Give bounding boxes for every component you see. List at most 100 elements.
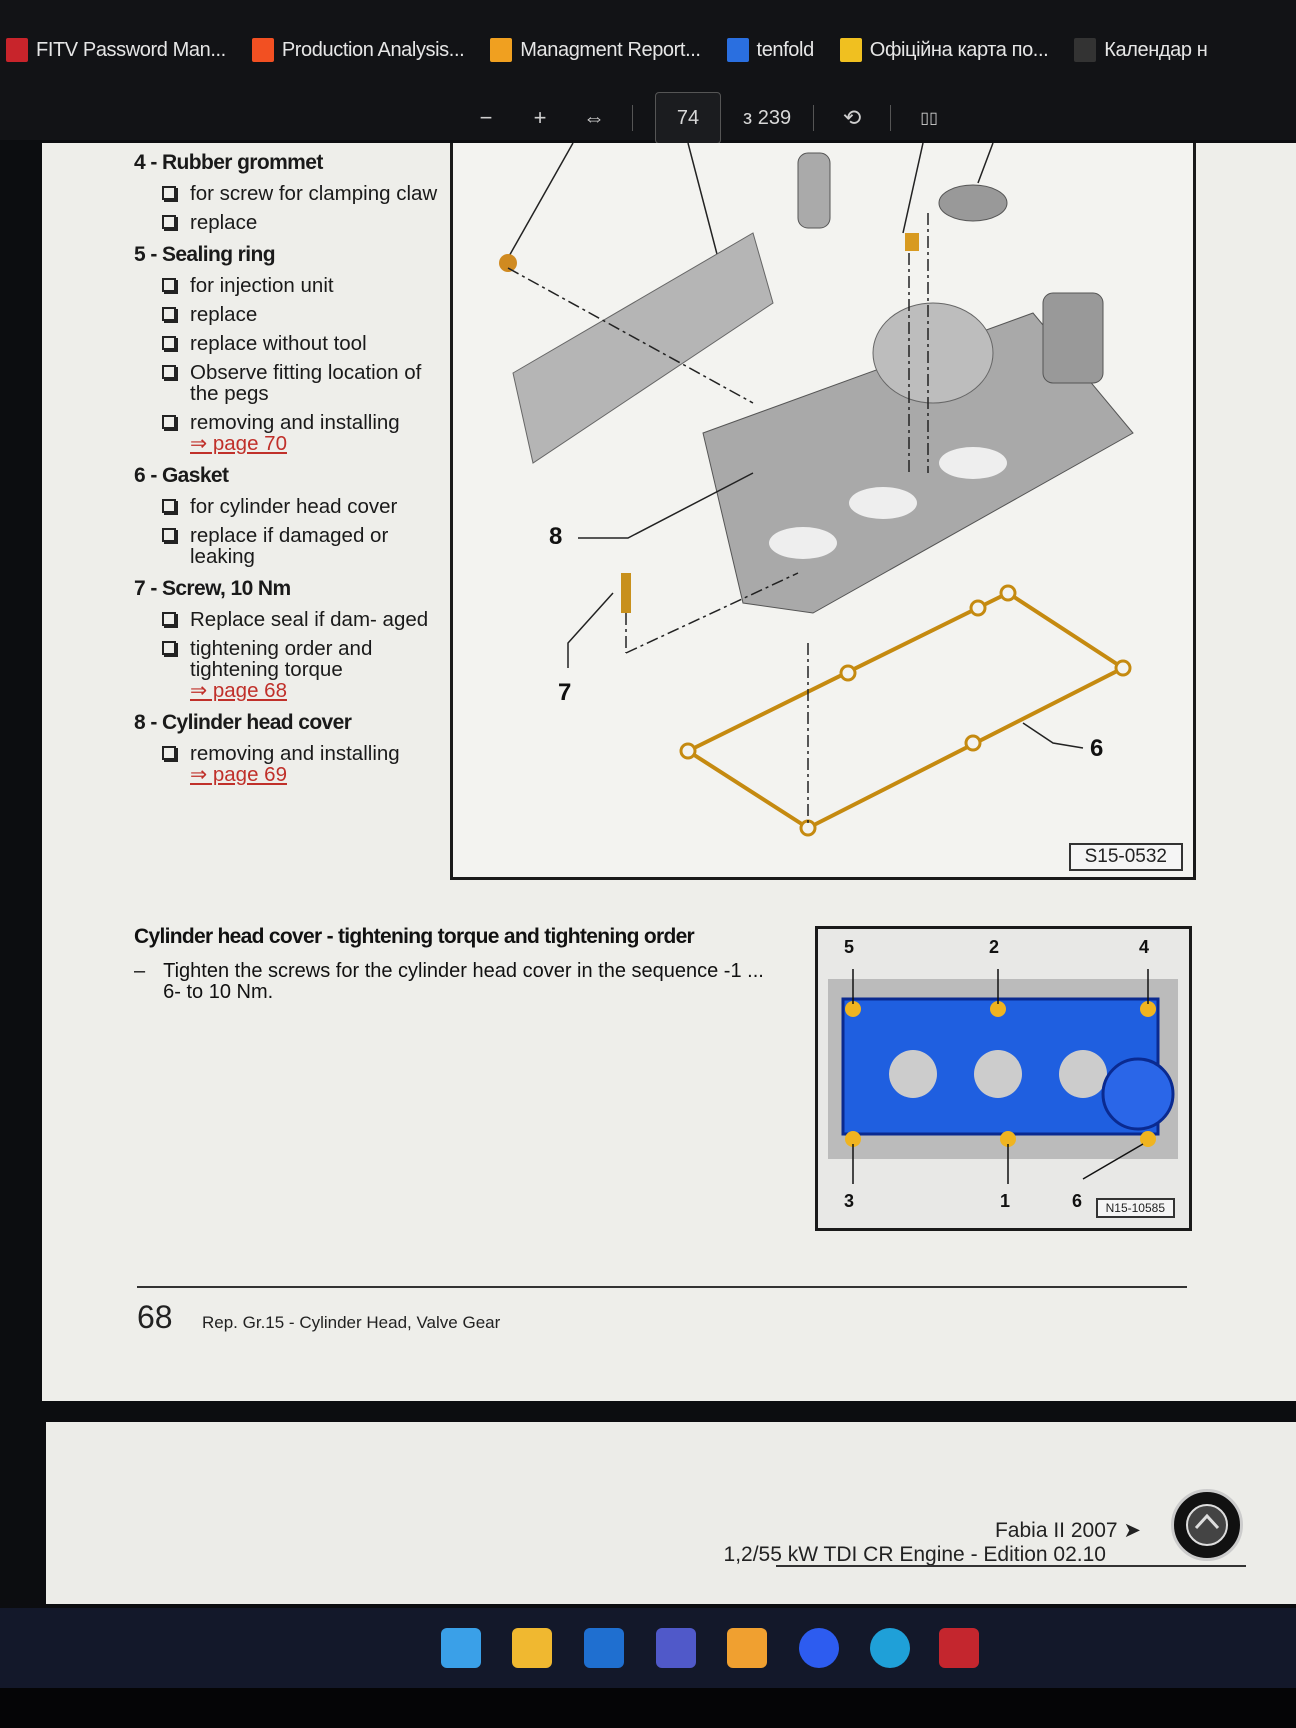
dash-bullet: – bbox=[134, 960, 146, 982]
vehicle-model: Fabia II 2007 ➤ bbox=[994, 1519, 1141, 1542]
list-item: replace bbox=[162, 304, 444, 325]
figure-id-label: S15-0532 bbox=[1068, 843, 1183, 871]
teams-icon[interactable] bbox=[656, 1628, 696, 1668]
app-icon[interactable] bbox=[727, 1628, 767, 1668]
page-link[interactable]: ⇒ page 69 bbox=[190, 763, 287, 786]
page-link[interactable]: ⇒ page 68 bbox=[190, 679, 287, 702]
list-item: replace bbox=[162, 212, 444, 233]
page-description: Rep. Gr.15 - Cylinder Head, Valve Gear bbox=[202, 1313, 501, 1332]
checkbox-bullet-icon bbox=[162, 528, 176, 542]
callout-6: 6 bbox=[1072, 1191, 1083, 1211]
taskbar bbox=[0, 1608, 1296, 1688]
zoom-out-button[interactable]: − bbox=[479, 105, 493, 130]
bookmark-item[interactable]: Календар н bbox=[1074, 38, 1208, 62]
start-icon[interactable] bbox=[441, 1628, 481, 1668]
divider bbox=[890, 105, 892, 131]
checkbox-bullet-icon bbox=[162, 365, 176, 379]
bookmark-item[interactable]: Production Analysis... bbox=[251, 38, 465, 62]
list-item: for cylinder head cover bbox=[162, 496, 444, 517]
item-text: removing and installing bbox=[190, 742, 400, 765]
pdf-toolbar: − + ⇔ 74 з 239 ⟲ ▯▯ bbox=[470, 92, 945, 144]
item-text: removing and installing bbox=[190, 411, 400, 434]
divider bbox=[632, 105, 633, 131]
page-view-button[interactable]: ▯▯ bbox=[920, 110, 938, 127]
page-number: 68 bbox=[137, 1299, 173, 1335]
file-explorer-icon[interactable] bbox=[512, 1628, 552, 1668]
part-heading: 5 - Sealing ring bbox=[134, 243, 276, 266]
item-text: replace bbox=[190, 303, 258, 326]
bookmark-item[interactable]: FITV Password Man... bbox=[6, 38, 226, 62]
item-text: tightening order and tightening torque bbox=[190, 637, 373, 681]
instruction-text: Tighten the screws for the cylinder head… bbox=[163, 960, 764, 1003]
cylinder-head-cover-diagram bbox=[499, 142, 1134, 837]
list-item: Observe fitting location of the pegs bbox=[162, 362, 444, 404]
bookmarks-bar: FITV Password Man... Production Analysis.… bbox=[0, 30, 1208, 70]
item-text: for injection unit bbox=[190, 274, 334, 297]
checkbox-bullet-icon bbox=[162, 307, 176, 321]
bookmark-label: FITV Password Man... bbox=[36, 38, 226, 61]
checkbox-bullet-icon bbox=[162, 215, 176, 229]
checkbox-bullet-icon bbox=[162, 612, 176, 626]
list-item: for injection unit bbox=[162, 275, 444, 296]
fit-page-button[interactable]: ⇔ bbox=[583, 105, 605, 130]
callout-2: 2 bbox=[989, 937, 1000, 957]
bookmark-label: Календар н bbox=[1104, 38, 1208, 61]
part-heading: 6 - Gasket bbox=[134, 464, 229, 487]
checkmark-logo-icon bbox=[6, 38, 28, 62]
rotate-button[interactable]: ⟲ bbox=[842, 105, 862, 130]
item-text: Replace seal if dam- aged bbox=[190, 608, 429, 631]
page-link[interactable]: ⇒ page 70 bbox=[190, 432, 287, 455]
skoda-logo-icon bbox=[1171, 1489, 1243, 1561]
calendar-icon bbox=[1074, 38, 1097, 62]
list-item: replace without tool bbox=[162, 333, 444, 354]
item-text: for screw for clamping claw bbox=[190, 182, 438, 205]
item-text: replace if damaged or leaking bbox=[190, 524, 389, 568]
footer-divider bbox=[137, 1286, 1187, 1288]
bookmark-label: tenfold bbox=[756, 38, 815, 61]
map-icon bbox=[839, 38, 862, 62]
bookmark-label: Managment Report... bbox=[520, 38, 701, 61]
list-item: replace if damaged or leaking bbox=[162, 525, 444, 567]
section-instruction: – Tighten the screws for the cylinder he… bbox=[134, 961, 774, 1003]
outlook-icon[interactable] bbox=[584, 1628, 624, 1668]
chart-bars-icon bbox=[490, 38, 513, 62]
list-item: Replace seal if dam- aged bbox=[162, 609, 444, 630]
zoom-in-button[interactable]: + bbox=[533, 105, 547, 130]
bookmark-label: Production Analysis... bbox=[281, 38, 465, 61]
list-item: removing and installing⇒ page 70 bbox=[162, 412, 444, 454]
browser-chrome: FITV Password Man... Production Analysis.… bbox=[0, 0, 1296, 144]
checkbox-bullet-icon bbox=[162, 641, 176, 655]
callout-5: 5 bbox=[844, 937, 855, 957]
section-title: Cylinder head cover - tightening torque … bbox=[134, 925, 695, 948]
bookmark-label: Офіційна карта по... bbox=[869, 38, 1049, 61]
edge-icon[interactable] bbox=[870, 1628, 910, 1668]
list-item: tightening order and tightening torque⇒ … bbox=[162, 638, 444, 701]
callout-6: 6 bbox=[1090, 735, 1104, 762]
item-text: for cylinder head cover bbox=[190, 495, 398, 518]
bookmark-item[interactable]: tenfold bbox=[726, 38, 815, 62]
bookmark-item[interactable]: Managment Report... bbox=[490, 38, 701, 62]
callout-8: 8 bbox=[549, 523, 563, 550]
callout-4: 4 bbox=[1139, 937, 1150, 957]
tightening-order-figure: 5 2 4 3 1 6 N15-10585 bbox=[815, 926, 1192, 1231]
callout-7: 7 bbox=[558, 679, 572, 706]
microsoft-logo-icon bbox=[251, 38, 274, 62]
zoom-icon[interactable] bbox=[799, 1628, 839, 1668]
checkbox-bullet-icon bbox=[162, 746, 176, 760]
screen-bezel bbox=[0, 1688, 1296, 1728]
part-heading: 8 - Cylinder head cover bbox=[134, 711, 352, 734]
checkbox-bullet-icon bbox=[162, 415, 176, 429]
callout-1: 1 bbox=[1000, 1191, 1011, 1211]
page-number-input[interactable]: 74 bbox=[655, 92, 721, 144]
part-heading: 7 - Screw, 10 Nm bbox=[134, 577, 291, 600]
bookmark-item[interactable]: Офіційна карта по... bbox=[839, 38, 1049, 62]
access-icon[interactable] bbox=[939, 1628, 979, 1668]
figure-id-label: N15-10585 bbox=[1095, 1198, 1175, 1218]
item-text: replace without tool bbox=[190, 332, 367, 355]
item-text: Observe fitting location of the pegs bbox=[190, 361, 422, 405]
checkbox-bullet-icon bbox=[162, 278, 176, 292]
checkbox-bullet-icon bbox=[162, 186, 176, 200]
item-text: replace bbox=[190, 211, 258, 234]
